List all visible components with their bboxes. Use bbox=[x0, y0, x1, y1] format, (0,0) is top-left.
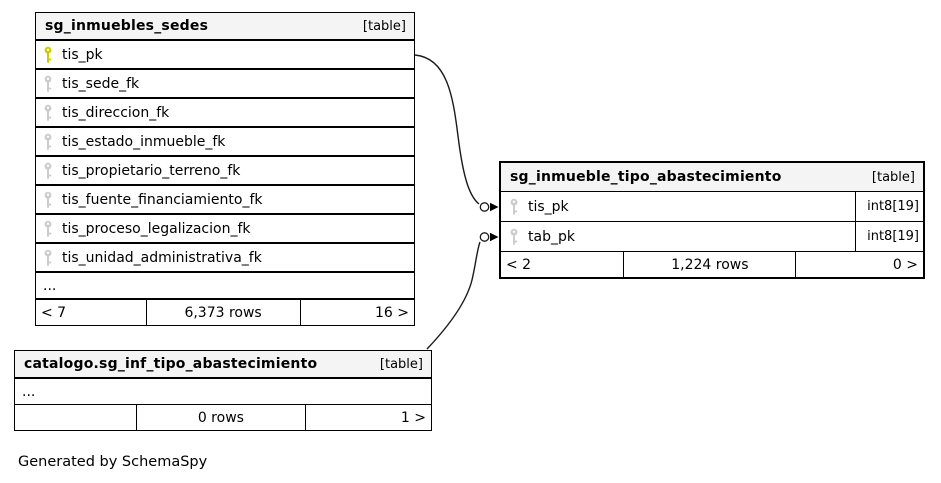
table-footer: < 2 1,224 rows 0 > bbox=[501, 252, 923, 277]
relationship-arrowhead bbox=[490, 202, 499, 212]
column-name: tis_sede_fk bbox=[62, 75, 140, 92]
table-footer: 0 rows 1 > bbox=[15, 405, 431, 430]
table-type-badge: [table] bbox=[379, 356, 423, 372]
table-node-sg-inmuebles-sedes: sg_inmuebles_sedes [table] tis_pk tis_se… bbox=[35, 12, 415, 326]
relationship-endpoint-circle bbox=[479, 232, 490, 242]
generator-note: Generated by SchemaSpy bbox=[18, 454, 208, 470]
table-footer: < 7 6,373 rows 16 > bbox=[36, 300, 414, 325]
table-title[interactable]: sg_inmueble_tipo_abastecimiento bbox=[510, 169, 782, 185]
column-name: tis_propietario_terreno_fk bbox=[62, 162, 241, 179]
column-row-tis-unidad-administrativa-fk: tis_unidad_administrativa_fk bbox=[36, 244, 414, 273]
footer-parents-count: 1 > bbox=[400, 409, 426, 426]
table-header[interactable]: sg_inmueble_tipo_abastecimiento [table] bbox=[501, 163, 923, 192]
footer-row-count: 0 rows bbox=[135, 405, 307, 430]
column-row-tis-direccion-fk: tis_direccion_fk bbox=[36, 99, 414, 128]
column-row-tis-proceso-legalizacion-fk: tis_proceso_legalizacion_fk bbox=[36, 215, 414, 244]
column-row-tis-sede-fk: tis_sede_fk bbox=[36, 70, 414, 99]
table-type-badge: [table] bbox=[362, 18, 406, 34]
column-name: tis_proceso_legalizacion_fk bbox=[62, 220, 251, 237]
foreign-key-icon bbox=[44, 191, 52, 208]
column-row-tis-pk: tis_pk bbox=[36, 41, 414, 70]
relationship-line-sedes-to-tipo bbox=[414, 54, 480, 205]
column-row-tab-pk: tab_pk int8[19] bbox=[501, 222, 923, 252]
column-name: tis_pk bbox=[62, 46, 103, 63]
foreign-key-icon bbox=[44, 104, 52, 121]
table-header[interactable]: catalogo.sg_inf_tipo_abastecimiento [tab… bbox=[15, 351, 431, 379]
column-name: tis_estado_inmueble_fk bbox=[62, 133, 226, 150]
column-row-tis-pk: tis_pk int8[19] bbox=[501, 192, 923, 222]
table-type-badge: [table] bbox=[871, 169, 915, 185]
primary-key-icon bbox=[44, 46, 52, 63]
more-columns-ellipsis: ... bbox=[15, 379, 431, 405]
column-name: tis_unidad_administrativa_fk bbox=[62, 249, 262, 266]
column-name: tis_pk bbox=[528, 198, 569, 215]
foreign-key-icon bbox=[510, 198, 518, 215]
table-header[interactable]: sg_inmuebles_sedes [table] bbox=[36, 13, 414, 41]
relationship-endpoint-circle bbox=[479, 202, 490, 212]
foreign-key-icon bbox=[44, 75, 52, 92]
table-title[interactable]: catalogo.sg_inf_tipo_abastecimiento bbox=[24, 356, 318, 372]
footer-parents-count: 0 > bbox=[892, 256, 918, 273]
foreign-key-icon bbox=[44, 220, 52, 237]
footer-row-count: 6,373 rows bbox=[145, 300, 301, 325]
footer-row-count: 1,224 rows bbox=[623, 252, 797, 277]
foreign-key-icon bbox=[44, 133, 52, 150]
more-columns-ellipsis: ... bbox=[36, 273, 414, 300]
column-name: tis_fuente_financiamiento_fk bbox=[62, 191, 263, 208]
foreign-key-icon bbox=[44, 249, 52, 266]
relationship-arrowhead bbox=[490, 232, 499, 242]
column-row-tis-propietario-terreno-fk: tis_propietario_terreno_fk bbox=[36, 157, 414, 186]
column-name: tis_direccion_fk bbox=[62, 104, 170, 121]
column-row-tis-fuente-financiamiento-fk: tis_fuente_financiamiento_fk bbox=[36, 186, 414, 215]
footer-children-count: < 2 bbox=[506, 256, 532, 273]
table-node-catalogo-sg-inf-tipo-abastecimiento: catalogo.sg_inf_tipo_abastecimiento [tab… bbox=[14, 350, 432, 431]
footer-children-count bbox=[15, 405, 136, 430]
table-node-sg-inmueble-tipo-abastecimiento: sg_inmueble_tipo_abastecimiento [table] … bbox=[499, 161, 925, 279]
table-title[interactable]: sg_inmuebles_sedes bbox=[45, 18, 209, 34]
relationship-line-catalogo-to-tipo bbox=[426, 241, 481, 350]
footer-children-count: < 7 bbox=[41, 304, 67, 321]
column-row-tis-estado-inmueble-fk: tis_estado_inmueble_fk bbox=[36, 128, 414, 157]
foreign-key-icon bbox=[44, 162, 52, 179]
column-type: int8[19] bbox=[855, 222, 923, 251]
foreign-key-icon bbox=[510, 228, 518, 245]
footer-parents-count: 16 > bbox=[374, 304, 409, 321]
column-type: int8[19] bbox=[855, 192, 923, 221]
column-name: tab_pk bbox=[528, 228, 575, 245]
